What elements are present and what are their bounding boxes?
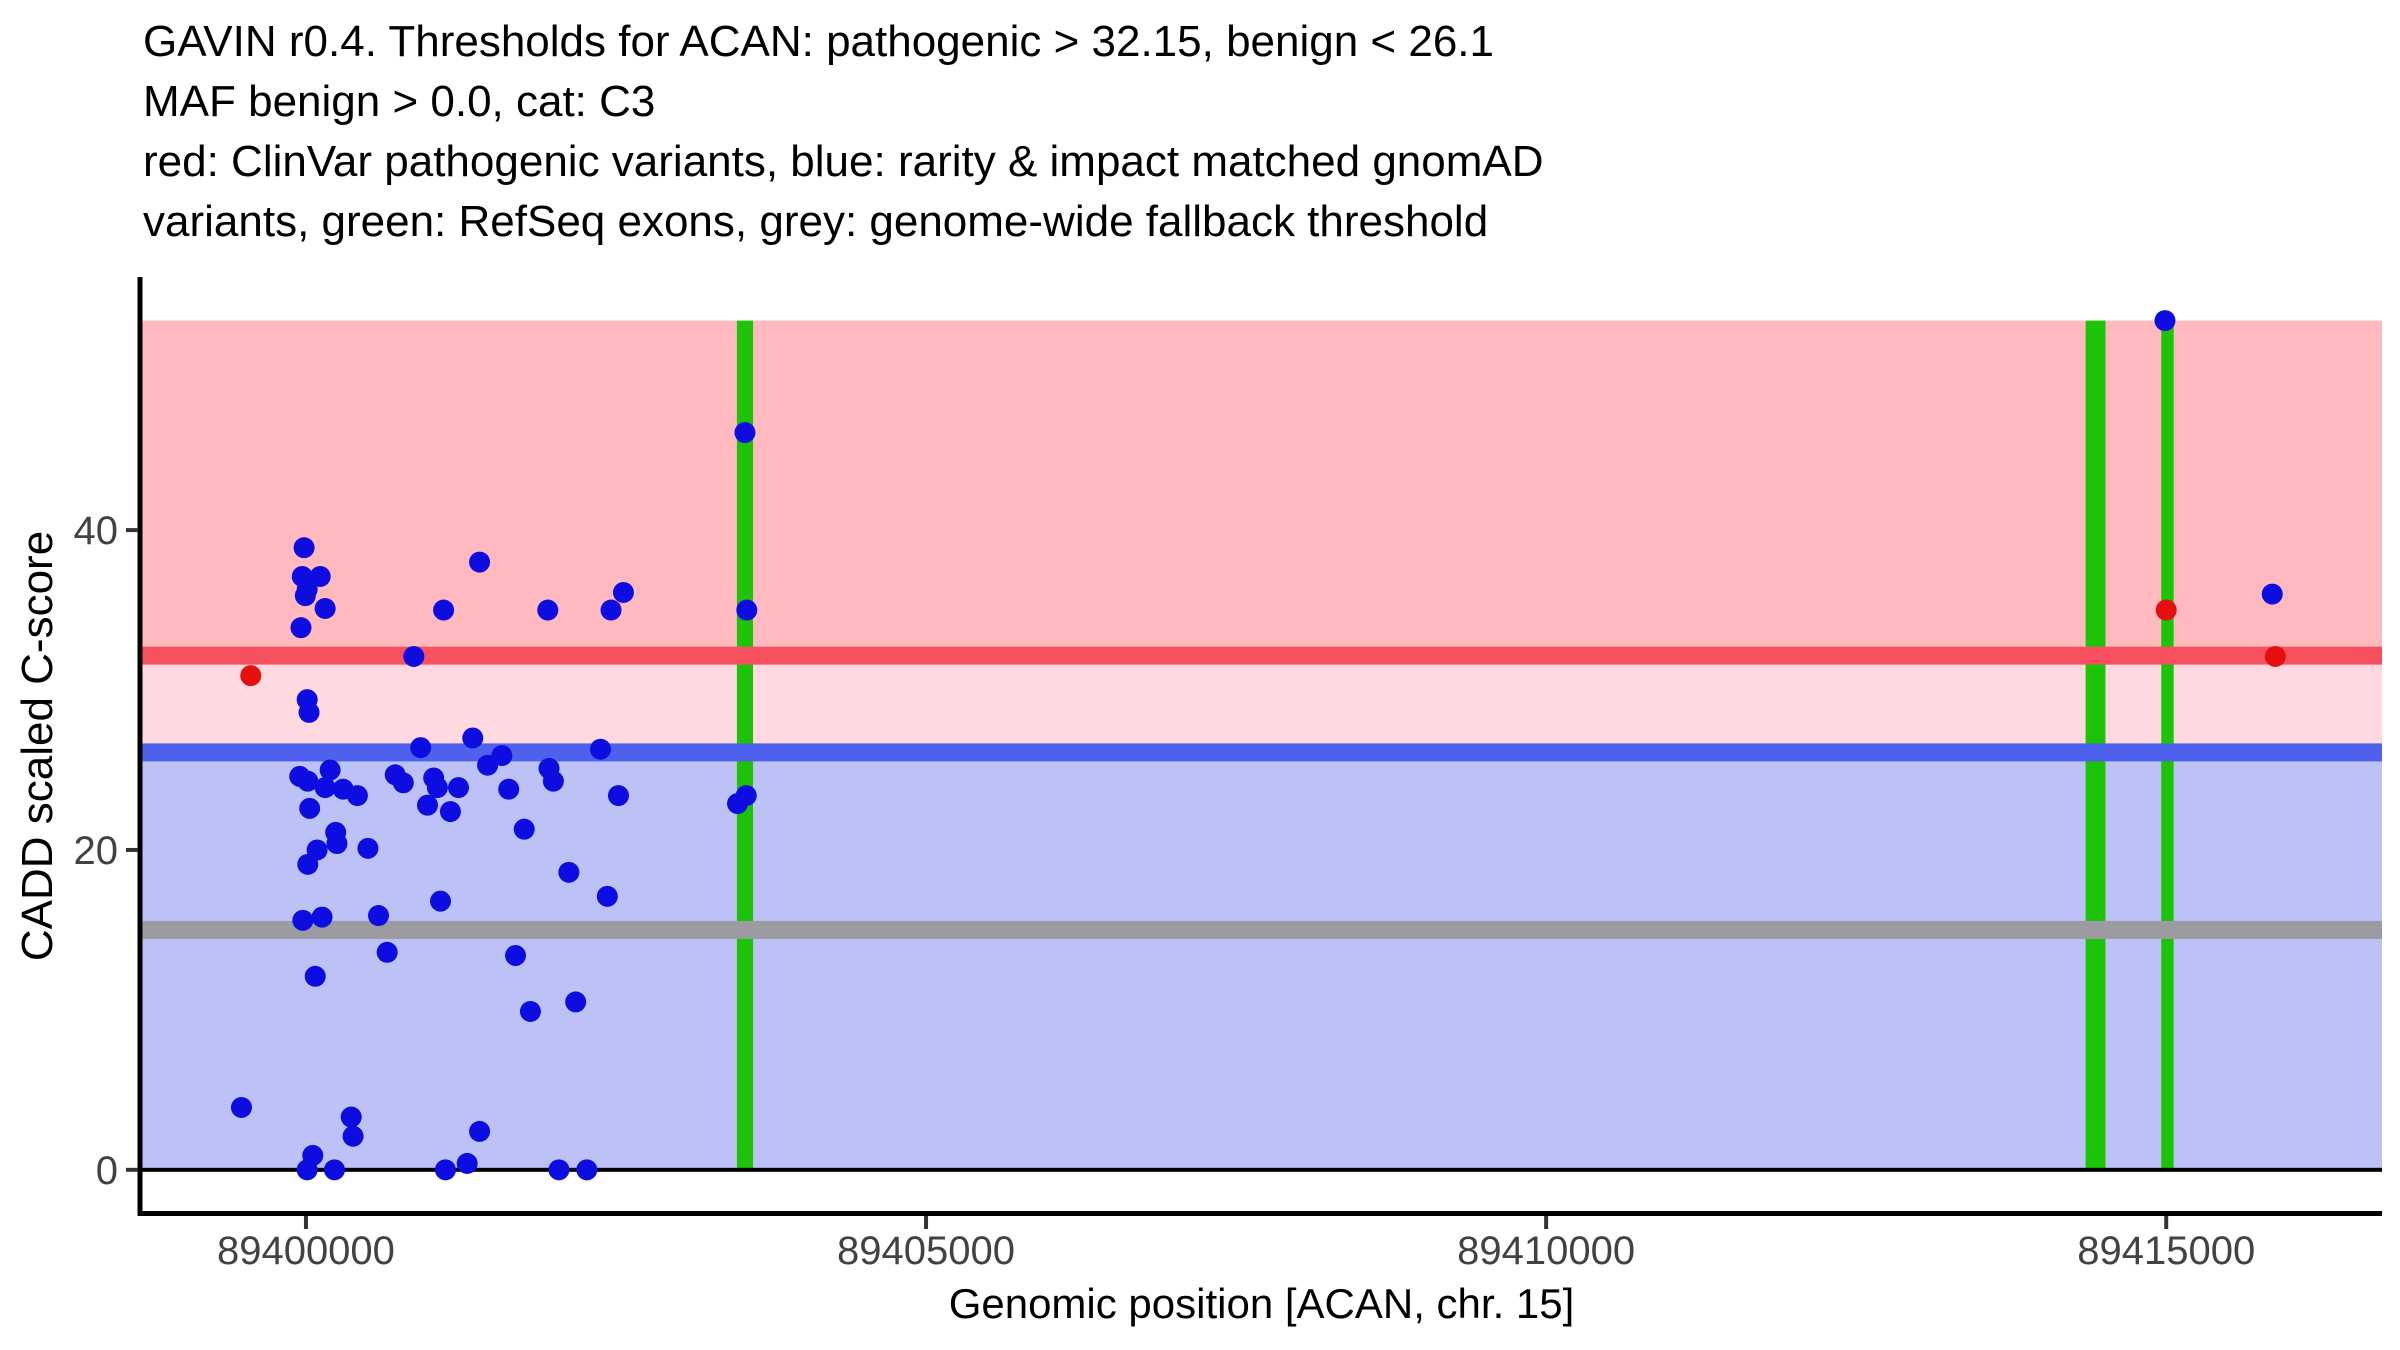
data-point-gnomad [342,1125,364,1147]
data-point-gnomad [727,793,749,815]
data-point-gnomad [319,759,341,781]
data-point-gnomad [326,833,348,855]
data-point-gnomad [430,890,452,912]
data-point-gnomad [519,1000,541,1022]
y-tick-label: 40 [74,509,119,553]
data-point-gnomad [462,727,484,749]
data-point-gnomad [340,1106,362,1128]
x-tick-label: 89415000 [2077,1229,2255,1273]
data-point-gnomad [323,1159,345,1181]
data-point-gnomad [477,754,499,776]
data-point-gnomad [376,941,398,963]
data-point-gnomad [392,772,414,794]
data-point-gnomad [469,1120,491,1142]
data-point-gnomad [565,991,587,1013]
data-point-gnomad [469,551,491,573]
data-point-gnomad [314,777,336,799]
data-point-gnomad [357,837,379,859]
data-point-gnomad [292,909,314,931]
data-point-gnomad [2261,583,2283,605]
data-point-gnomad [456,1152,478,1174]
data-point-gnomad [311,906,333,928]
data-point-gnomad [542,770,564,792]
data-point-gnomad [612,581,634,603]
data-point-gnomad [2154,310,2176,332]
band-intermediate-zone [141,655,2382,753]
y-tick-label: 0 [96,1149,118,1193]
data-point-gnomad [297,853,319,875]
data-point-gnomad [314,597,336,619]
data-point-gnomad [346,785,368,807]
band-benign-zone [141,752,2382,1170]
x-tick-label: 89400000 [217,1229,395,1273]
title-line-3: red: ClinVar pathogenic variants, blue: … [143,137,1544,186]
y-tick-label: 20 [74,829,119,873]
pathogenic-threshold-line [141,646,2382,665]
data-point-gnomad [410,737,432,759]
data-point-gnomad [433,599,455,621]
data-point-gnomad [596,885,618,907]
data-point-gnomad [290,617,312,639]
data-point-gnomad [734,422,756,444]
title-line-4: variants, green: RefSeq exons, grey: gen… [143,197,1489,246]
fallback-threshold-line [141,920,2382,939]
data-point-gnomad [736,599,758,621]
data-point-gnomad [447,777,469,799]
x-tick-label: 89410000 [1457,1229,1635,1273]
data-point-gnomad [309,565,331,587]
data-point-gnomad [403,645,425,667]
data-point-gnomad [607,785,629,807]
data-point-gnomad [298,701,320,723]
band-pathogenic-zone [141,320,2382,656]
data-point-gnomad [297,770,319,792]
data-point-gnomad [426,777,448,799]
data-point-clinvar [2155,599,2177,621]
data-point-gnomad [548,1159,570,1181]
data-point-gnomad [230,1096,252,1118]
plot-title: GAVIN r0.4. Thresholds for ACAN: pathoge… [143,12,1544,252]
data-point-gnomad [498,778,520,800]
title-line-2: MAF benign > 0.0, cat: C3 [143,77,656,126]
data-point-gnomad [505,945,527,967]
y-axis-title: CADD scaled C-score [13,530,62,962]
x-tick-label: 89405000 [837,1229,1015,1273]
data-point-gnomad [434,1159,456,1181]
data-point-gnomad [416,794,438,816]
data-point-gnomad [367,905,389,927]
data-point-clinvar [240,665,262,687]
data-point-gnomad [600,599,622,621]
x-axis-title: Genomic position [ACAN, chr. 15] [948,1280,1575,1327]
data-point-gnomad [537,599,559,621]
data-point-gnomad [293,537,315,559]
data-point-gnomad [439,801,461,823]
data-point-gnomad [296,1159,318,1181]
title-line-1: GAVIN r0.4. Thresholds for ACAN: pathoge… [143,17,1494,66]
benign-threshold-line [141,743,2382,762]
data-point-gnomad [294,585,316,607]
data-point-gnomad [304,965,326,987]
data-point-gnomad [299,797,321,819]
data-point-gnomad [513,818,535,840]
data-point-clinvar [2264,645,2286,667]
zero-baseline [141,1167,2382,1172]
data-point-gnomad [576,1159,598,1181]
data-point-gnomad [589,738,611,760]
data-point-gnomad [558,861,580,883]
